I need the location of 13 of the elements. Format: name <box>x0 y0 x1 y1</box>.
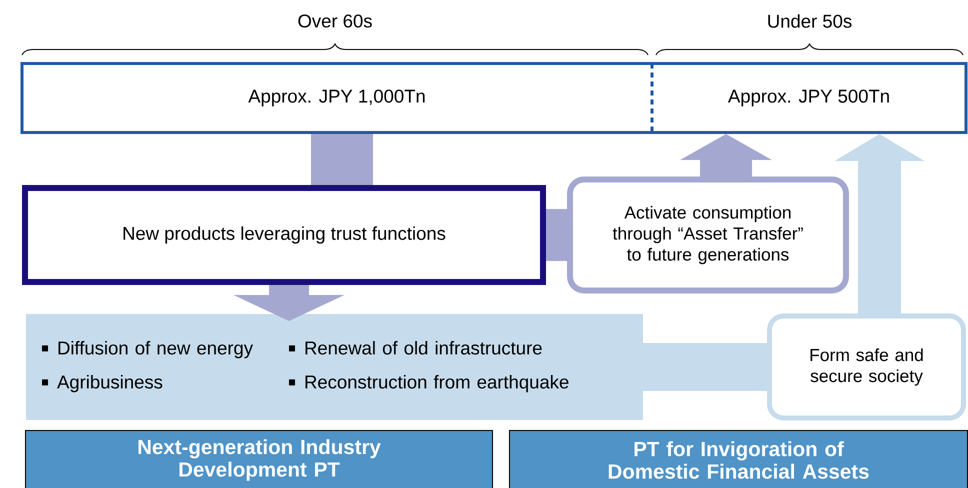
amount-box: Approx. JPY 1,000Tn <box>20 62 654 134</box>
block-arrow <box>834 134 924 314</box>
rounded-box: Activate consumption through “Asset Transfer” to future generations <box>567 176 849 294</box>
block-arrow <box>234 285 344 321</box>
product-box: New products leveraging trust functions <box>22 185 546 285</box>
amount-box: Approx. JPY 500Tn <box>652 62 968 134</box>
brace-label: Over 60s <box>298 14 372 28</box>
bullet-band: Diffusion of new energy Renewal of old infrastructure Agribusiness Reconstruction from earthquake <box>26 314 643 420</box>
block-arrow <box>680 134 772 176</box>
brace-label: Under 50s <box>768 14 852 28</box>
header-box: PT for Invigoration of Domestic Financial Assets <box>509 430 968 488</box>
header-box: Next-generation Industry Development PT <box>25 430 493 488</box>
rounded-box: Form safe and secure society <box>767 314 966 420</box>
